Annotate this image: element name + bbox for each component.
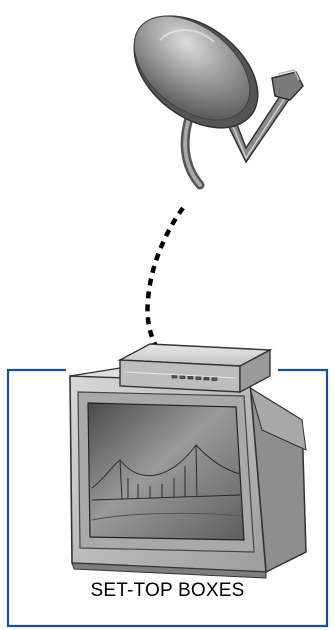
set-top-boxes-label: SET-TOP BOXES (0, 580, 335, 602)
signal-cable (147, 208, 183, 350)
television-icon (70, 368, 306, 578)
satellite-dish-icon (113, 0, 303, 185)
set-top-box-icon (120, 344, 270, 392)
